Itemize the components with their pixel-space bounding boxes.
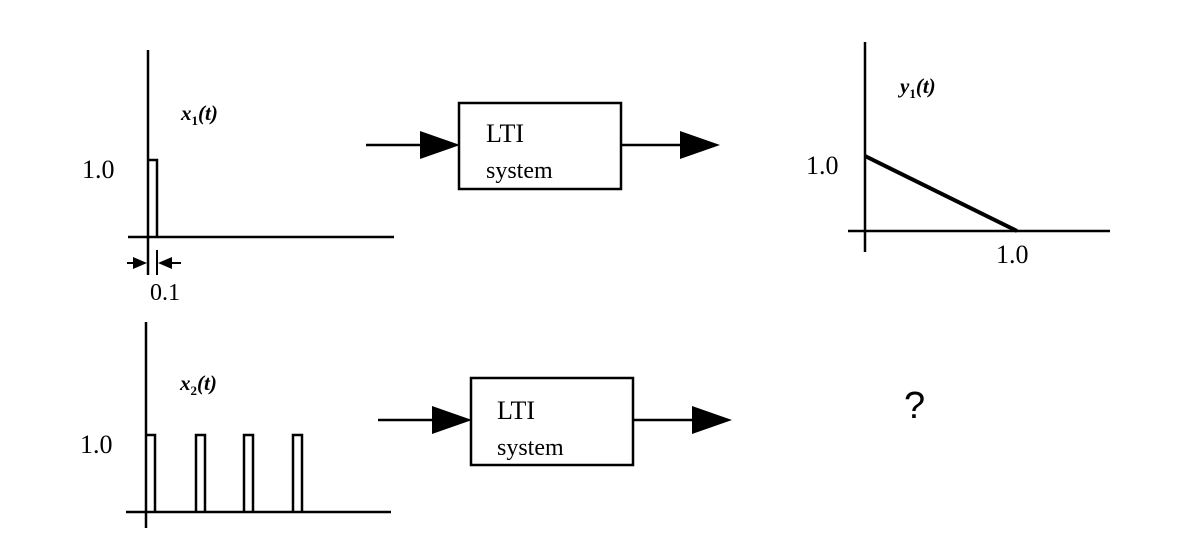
y1-plot: y1(t) 1.0 1.0 (806, 42, 1110, 269)
x1-width-label: 0.1 (150, 280, 180, 306)
lti-system-box-2-line1: LTI (497, 396, 535, 425)
lti-system-box-1-frame (457, 101, 623, 191)
x2-pulse-1 (146, 433, 157, 512)
input-arrow-2 (378, 406, 472, 434)
y1-signal-label: y1(t) (897, 74, 936, 101)
lti-system-box-2-frame (469, 376, 635, 467)
input-arrow-2-head (432, 406, 472, 434)
x2-plot: x2(t) 1.0 (80, 322, 391, 528)
x1-pulse (148, 158, 159, 237)
lti-system-box-2-line2: system (497, 435, 564, 461)
x2-pulse-4 (291, 433, 304, 512)
lti-system-box-1-line2: system (486, 158, 553, 184)
output-arrow-2 (633, 406, 732, 434)
unknown-output-question-mark: ? (904, 385, 925, 427)
output-arrow-1-head (680, 131, 720, 159)
width-marker-left-arrowhead (133, 257, 147, 269)
input-arrow-1 (366, 131, 460, 159)
x2-pulse-3 (242, 433, 255, 512)
input-arrow-1-head (420, 131, 460, 159)
x2-signal-label: x2(t) (179, 371, 217, 398)
y1-time-label: 1.0 (996, 240, 1029, 269)
y1-amplitude-label: 1.0 (806, 151, 839, 180)
x1-signal-label: x1(t) (180, 101, 218, 128)
y1-ramp (864, 154, 1018, 233)
x2-pulse-2 (194, 433, 207, 512)
lti-system-box-1-line1: LTI (486, 119, 524, 148)
x1-plot: x1(t) 1.0 0.1 (82, 50, 394, 306)
output-arrow-2-head (692, 406, 732, 434)
x2-amplitude-label: 1.0 (80, 430, 113, 459)
lti-system-box-2: LTI system (469, 376, 635, 467)
lti-system-box-1: LTI system (457, 101, 623, 191)
x1-amplitude-label: 1.0 (82, 155, 115, 184)
width-marker-right-arrowhead (158, 257, 172, 269)
output-arrow-1 (621, 131, 720, 159)
